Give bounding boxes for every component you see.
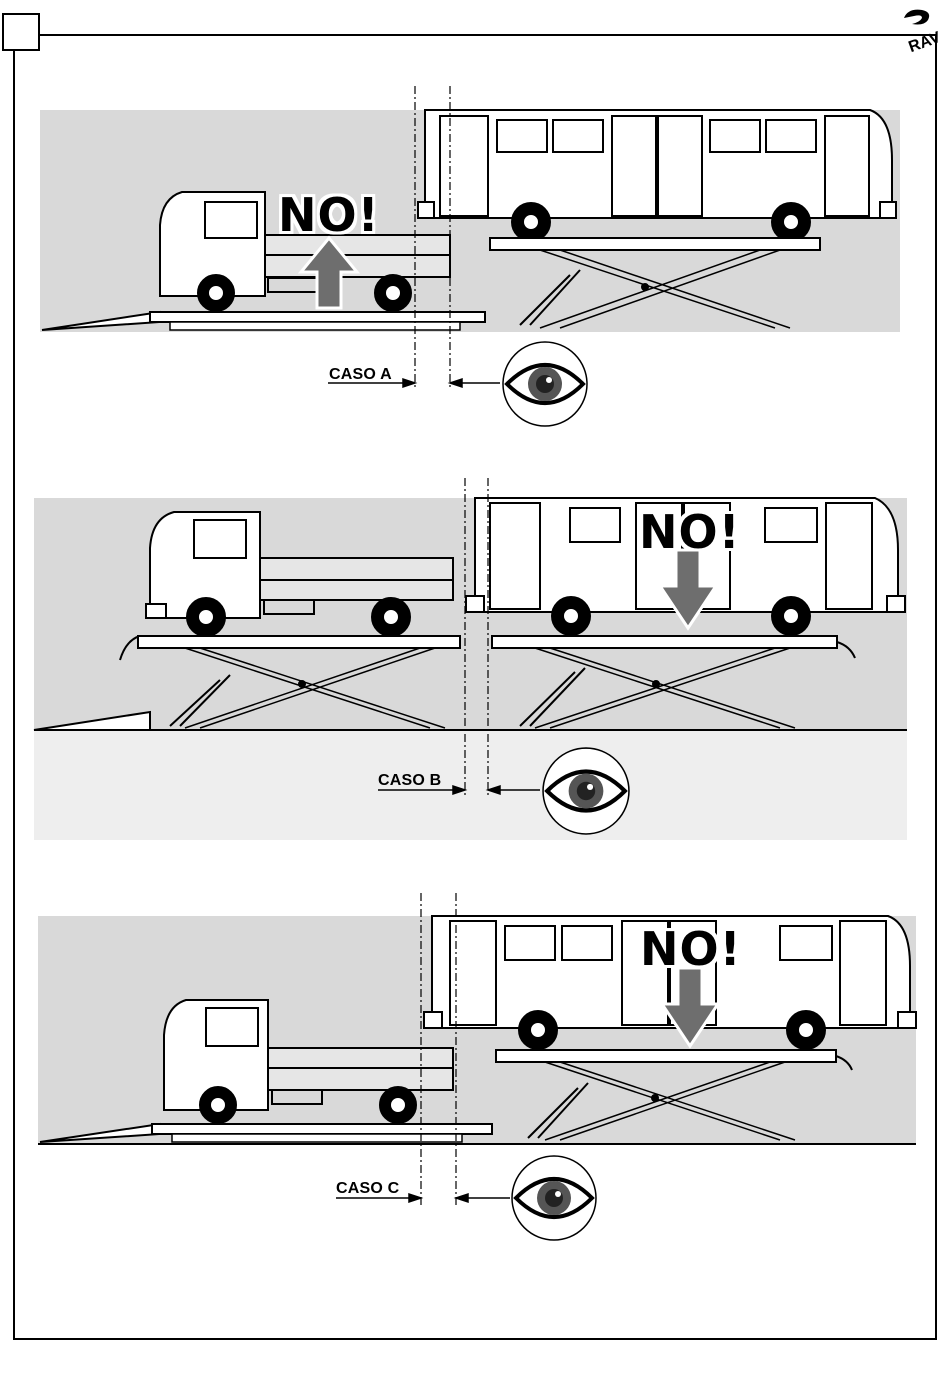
- warning-no-text: NO!: [640, 926, 742, 972]
- truck-platform: [152, 1124, 492, 1134]
- case-label: CASO C: [336, 1180, 399, 1198]
- eye-icon: [510, 1154, 598, 1242]
- panel-case-c: NO! CASO C: [0, 0, 950, 1260]
- scene-c: [0, 0, 950, 1260]
